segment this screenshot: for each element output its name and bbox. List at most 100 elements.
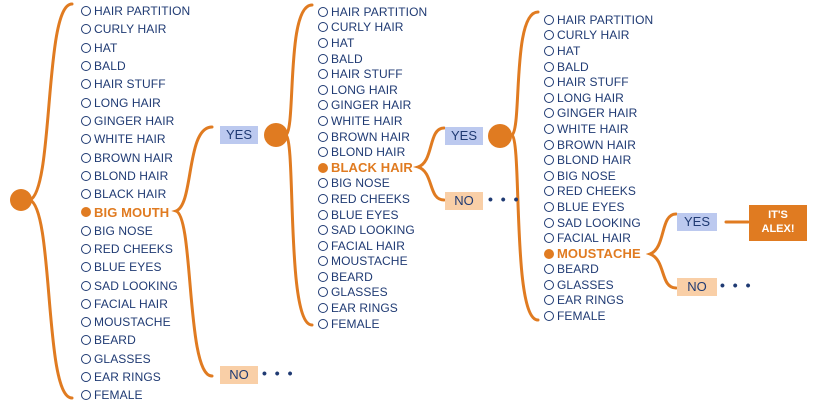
question-item[interactable]: CURLY HAIR	[544, 28, 653, 44]
question-item[interactable]: BLUE EYES	[544, 199, 653, 215]
question-item[interactable]: EAR RINGS	[81, 368, 190, 386]
question-item[interactable]: RED CHEEKS	[318, 191, 427, 207]
question-item[interactable]: GLASSES	[318, 285, 427, 301]
radio-icon[interactable]	[544, 14, 554, 25]
question-item[interactable]: BLUE EYES	[318, 207, 427, 223]
question-item[interactable]: FEMALE	[544, 308, 653, 324]
radio-icon[interactable]	[81, 134, 91, 145]
question-item[interactable]: FACIAL HAIR	[544, 230, 653, 246]
radio-icon[interactable]	[81, 79, 91, 90]
question-item[interactable]: MOUSTACHE	[544, 246, 653, 262]
radio-icon[interactable]	[81, 170, 91, 181]
question-item[interactable]: FACIAL HAIR	[81, 295, 190, 313]
question-item[interactable]: CURLY HAIR	[318, 20, 427, 36]
question-item[interactable]: BLACK HAIR	[318, 160, 427, 176]
radio-icon[interactable]	[81, 115, 91, 126]
radio-icon[interactable]	[544, 30, 554, 41]
radio-icon[interactable]	[318, 22, 328, 33]
question-item[interactable]: FEMALE	[81, 386, 190, 404]
radio-icon[interactable]	[318, 100, 328, 111]
question-item[interactable]: BROWN HAIR	[81, 148, 190, 166]
radio-icon[interactable]	[318, 69, 328, 80]
radio-icon[interactable]	[318, 147, 328, 158]
question-item[interactable]: EAR RINGS	[544, 293, 653, 309]
radio-icon[interactable]	[318, 115, 328, 126]
radio-icon[interactable]	[318, 318, 328, 329]
radio-icon[interactable]	[544, 233, 554, 244]
question-item[interactable]: HAIR PARTITION	[318, 4, 427, 20]
question-item[interactable]: BIG NOSE	[318, 176, 427, 192]
question-item[interactable]: MOUSTACHE	[318, 254, 427, 270]
radio-icon[interactable]	[318, 209, 328, 220]
question-item[interactable]: HAIR PARTITION	[81, 2, 190, 20]
radio-icon[interactable]	[544, 311, 554, 322]
question-item[interactable]: RED CHEEKS	[544, 184, 653, 200]
radio-icon[interactable]	[81, 244, 91, 254]
radio-icon[interactable]	[318, 131, 328, 142]
question-item[interactable]: FEMALE	[318, 316, 427, 332]
question-item[interactable]: BLACK HAIR	[81, 185, 190, 203]
question-item[interactable]: BEARD	[81, 331, 190, 349]
question-item[interactable]: BALD	[81, 57, 190, 75]
question-item[interactable]: HAT	[81, 39, 190, 57]
radio-icon[interactable]	[81, 317, 91, 328]
question-item[interactable]: EAR RINGS	[318, 300, 427, 316]
question-item[interactable]: GINGER HAIR	[81, 112, 190, 130]
radio-icon[interactable]	[544, 108, 554, 119]
question-item[interactable]: SAD LOOKING	[81, 276, 190, 294]
question-item[interactable]: WHITE HAIR	[81, 130, 190, 148]
question-item[interactable]: BROWN HAIR	[544, 137, 653, 153]
question-item[interactable]: HAT	[318, 35, 427, 51]
radio-icon[interactable]	[318, 162, 328, 173]
radio-icon[interactable]	[544, 45, 554, 56]
question-item[interactable]: GLASSES	[544, 277, 653, 293]
question-item[interactable]: BALD	[544, 59, 653, 75]
question-item[interactable]: RED CHEEKS	[81, 240, 190, 258]
question-item[interactable]: WHITE HAIR	[318, 113, 427, 129]
question-item[interactable]: SAD LOOKING	[318, 222, 427, 238]
question-item[interactable]: BLOND HAIR	[81, 167, 190, 185]
radio-icon[interactable]	[318, 240, 328, 251]
question-item[interactable]: BROWN HAIR	[318, 129, 427, 145]
question-item[interactable]: BIG NOSE	[544, 168, 653, 184]
question-item[interactable]: HAIR PARTITION	[544, 12, 653, 28]
question-item[interactable]: SAD LOOKING	[544, 215, 653, 231]
radio-icon[interactable]	[318, 178, 328, 189]
radio-icon[interactable]	[318, 287, 328, 298]
radio-icon[interactable]	[81, 298, 91, 309]
question-item[interactable]: BIG NOSE	[81, 222, 190, 240]
question-item[interactable]: GINGER HAIR	[544, 106, 653, 122]
radio-icon[interactable]	[318, 271, 328, 282]
question-item[interactable]: BLOND HAIR	[318, 144, 427, 160]
radio-icon[interactable]	[318, 37, 328, 48]
radio-icon[interactable]	[81, 97, 91, 108]
radio-icon[interactable]	[81, 42, 91, 53]
radio-icon[interactable]	[81, 262, 91, 273]
radio-icon[interactable]	[544, 170, 554, 181]
question-item[interactable]: MOUSTACHE	[81, 313, 190, 331]
question-item[interactable]: BIG MOUTH	[81, 203, 190, 221]
question-item[interactable]: HAIR STUFF	[318, 66, 427, 82]
question-item[interactable]: LONG HAIR	[318, 82, 427, 98]
radio-icon[interactable]	[81, 24, 91, 35]
radio-icon[interactable]	[544, 123, 554, 134]
radio-icon[interactable]	[544, 155, 554, 166]
radio-icon[interactable]	[544, 248, 554, 259]
question-item[interactable]: HAT	[544, 43, 653, 59]
question-item[interactable]: GINGER HAIR	[318, 98, 427, 114]
radio-icon[interactable]	[318, 6, 328, 17]
radio-icon[interactable]	[544, 264, 554, 275]
question-item[interactable]: WHITE HAIR	[544, 121, 653, 137]
radio-icon[interactable]	[544, 77, 554, 88]
question-item[interactable]: HAIR STUFF	[81, 75, 190, 93]
radio-icon[interactable]	[318, 84, 328, 95]
radio-icon[interactable]	[81, 335, 91, 346]
question-item[interactable]: LONG HAIR	[544, 90, 653, 106]
question-item[interactable]: BALD	[318, 51, 427, 67]
radio-icon[interactable]	[81, 61, 91, 72]
radio-icon[interactable]	[544, 61, 554, 72]
radio-icon[interactable]	[544, 295, 554, 306]
question-item[interactable]: FACIAL HAIR	[318, 238, 427, 254]
question-item[interactable]: CURLY HAIR	[81, 20, 190, 38]
radio-icon[interactable]	[81, 280, 91, 291]
